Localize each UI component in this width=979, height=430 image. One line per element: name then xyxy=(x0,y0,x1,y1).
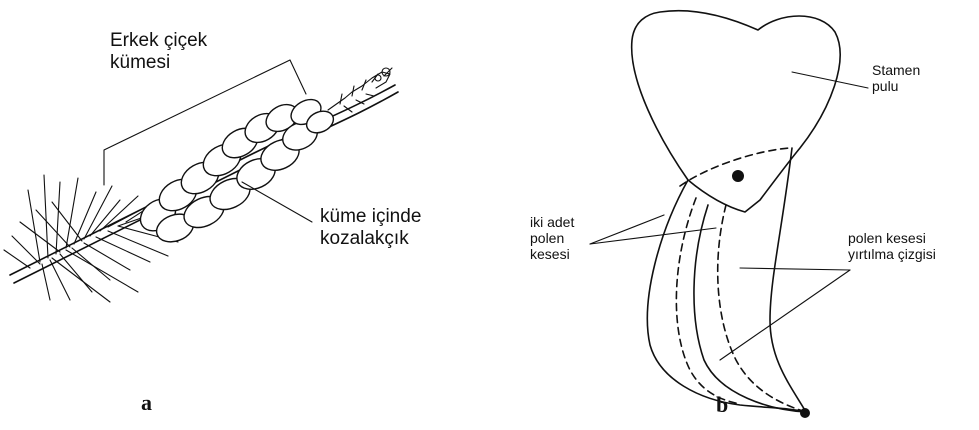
dehiscence-line-right xyxy=(718,205,806,412)
dehiscence-leader-1 xyxy=(740,268,850,270)
scale-dot xyxy=(732,170,744,182)
scale-label: Stamen pulu xyxy=(872,62,920,94)
panel-letter-b: b xyxy=(716,392,728,418)
sacs-leader-right xyxy=(590,228,716,244)
sacs-label-line2: polen xyxy=(530,230,574,246)
scale-leader-line xyxy=(792,72,868,88)
scale-label-line2: pulu xyxy=(872,78,920,94)
sacs-label: iki adet polen kesesi xyxy=(530,214,574,262)
pollen-sac-outline xyxy=(647,148,806,412)
pollen-sac-divider xyxy=(694,205,806,412)
dehiscence-leader-2 xyxy=(720,270,850,360)
scale-label-line1: Stamen xyxy=(872,62,920,78)
dehiscence-label: polen kesesi yırtılma çizgisi xyxy=(848,230,936,262)
dehiscence-label-line1: polen kesesi xyxy=(848,230,936,246)
sac-tip-dot xyxy=(800,408,810,418)
stamen-scale-outline xyxy=(632,11,840,212)
dehiscence-label-line2: yırtılma çizgisi xyxy=(848,246,936,262)
sacs-label-line3: kesesi xyxy=(530,246,574,262)
sacs-label-line1: iki adet xyxy=(530,214,574,230)
